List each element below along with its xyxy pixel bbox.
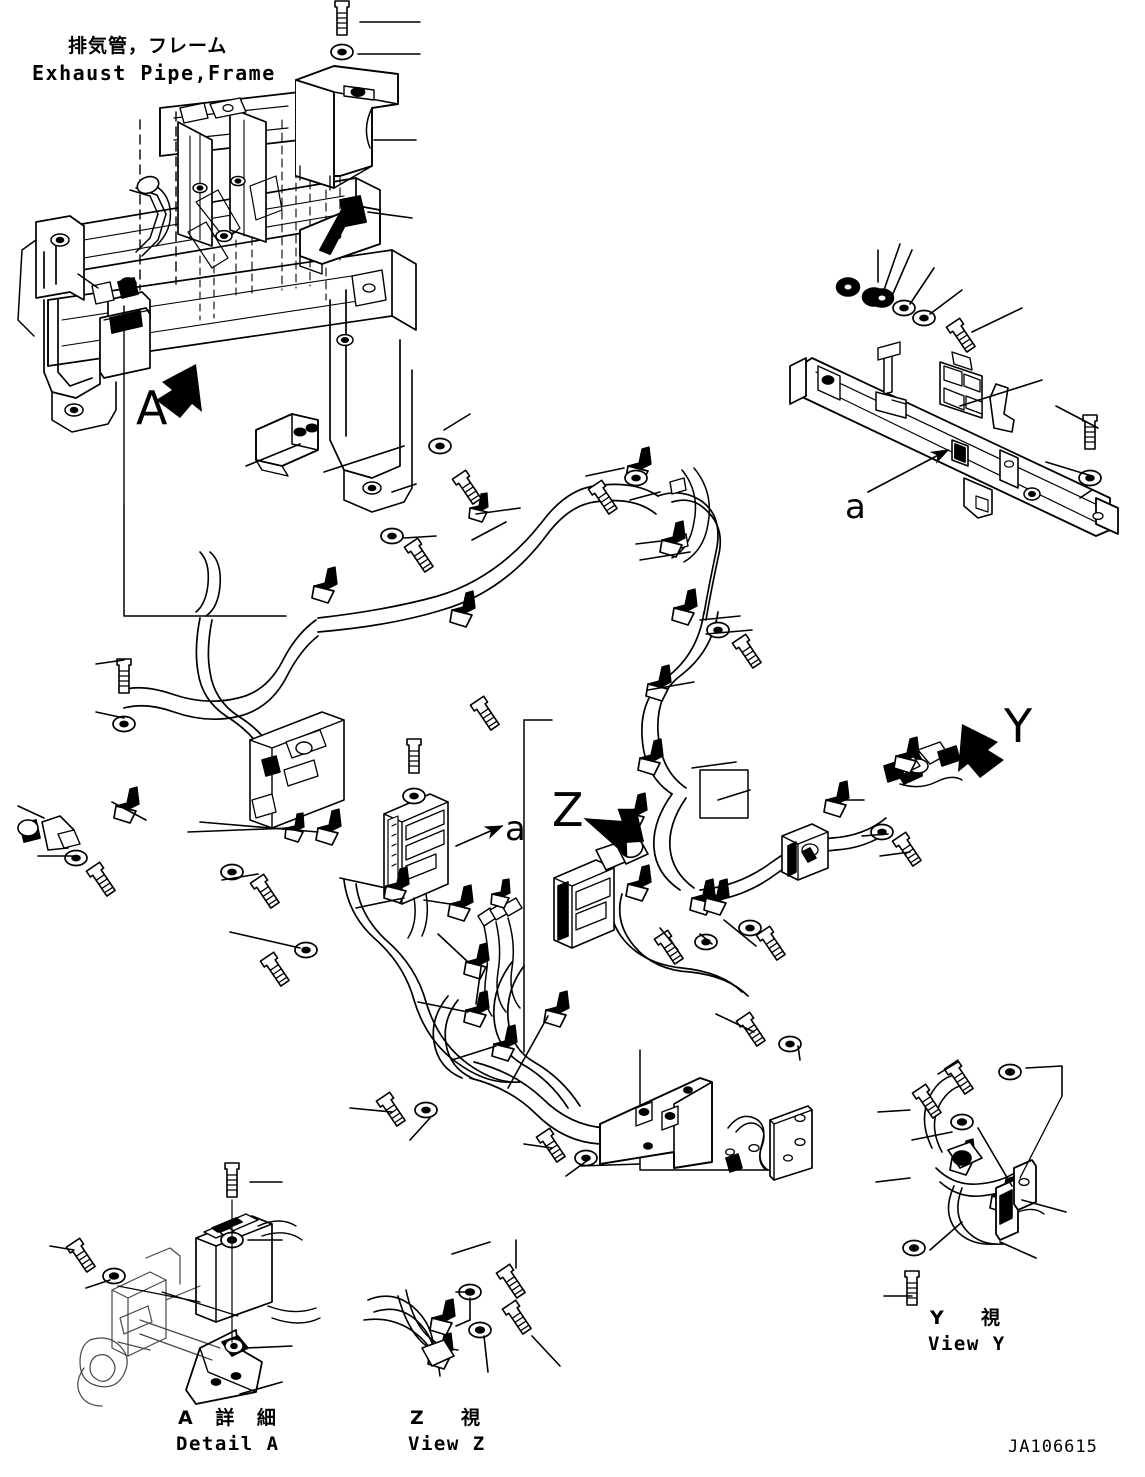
mount-rail-assembly bbox=[789, 341, 1119, 537]
arrow-Z bbox=[583, 808, 645, 858]
view-y-caption-en: View Y bbox=[928, 1333, 1006, 1355]
drawing-number: JA106615 bbox=[1008, 1437, 1098, 1457]
view-z-inset bbox=[363, 1239, 561, 1377]
clamp-3 bbox=[449, 590, 476, 628]
bolt-rail-2 bbox=[1082, 414, 1098, 450]
bolt-r2 bbox=[755, 925, 789, 963]
wiring-harness bbox=[17, 467, 889, 1145]
washer-m2 bbox=[380, 527, 404, 545]
clamp-view-z-1 bbox=[429, 1298, 456, 1336]
bolt-view-z-2 bbox=[501, 1299, 535, 1337]
detail-a-caption-en: Detail A bbox=[176, 1433, 280, 1455]
washer-view-y-1 bbox=[998, 1063, 1022, 1081]
washer-c3 bbox=[414, 1101, 438, 1119]
block-arrows bbox=[156, 364, 1004, 858]
section-boundary-lines bbox=[123, 305, 791, 1171]
relay-block-on-frame bbox=[77, 273, 151, 379]
washer-view-y-3 bbox=[902, 1239, 926, 1257]
section-marker-Z: Z bbox=[552, 783, 584, 837]
section-marker-a-right: a bbox=[845, 487, 866, 527]
bolt-c3 bbox=[375, 1091, 409, 1129]
washer-m3 bbox=[624, 469, 648, 487]
bolt-r3 bbox=[735, 1011, 769, 1049]
clamp-17 bbox=[543, 990, 570, 1028]
washer-r1 bbox=[694, 933, 718, 951]
clamp-8 bbox=[645, 664, 672, 702]
view-z-caption-en: View Z bbox=[408, 1433, 486, 1455]
bolt-m3 bbox=[587, 479, 621, 517]
washer-c1 bbox=[402, 787, 426, 805]
bolt-view-z-1 bbox=[495, 1263, 529, 1301]
lower-center-bracket bbox=[599, 1077, 713, 1169]
bolt-l2 bbox=[85, 861, 119, 899]
bolt-view-y-1 bbox=[943, 1059, 977, 1097]
section-marker-Y: Y bbox=[1004, 699, 1033, 753]
washer-c4 bbox=[574, 1149, 598, 1167]
bolt-detail-a-2 bbox=[65, 1237, 99, 1275]
bolt-rail-1 bbox=[945, 317, 979, 355]
clamp-9 bbox=[637, 738, 664, 776]
bolt-c2 bbox=[469, 695, 503, 733]
leader-lines bbox=[17, 21, 1099, 1177]
detail-a-inset bbox=[49, 1162, 321, 1407]
nut-1 bbox=[835, 277, 861, 297]
washer-m1 bbox=[428, 437, 452, 455]
harness-junction-blocks bbox=[249, 711, 829, 949]
washer-l2 bbox=[64, 849, 88, 867]
bolt-r1 bbox=[653, 929, 687, 967]
washer-view-y-2 bbox=[950, 1113, 974, 1131]
view-y-inset bbox=[875, 1059, 1067, 1306]
harness-clamps-main bbox=[113, 446, 920, 1062]
clamp-11 bbox=[315, 808, 342, 846]
detail-a-caption-jp: A 詳 細 bbox=[178, 1407, 284, 1429]
washer-view-z-2 bbox=[468, 1321, 492, 1339]
section-marker-a-center: a bbox=[505, 809, 526, 849]
bolt-m2 bbox=[403, 537, 437, 575]
title-japanese: 排気管，フレーム bbox=[68, 35, 228, 57]
bolt-r4 bbox=[891, 831, 925, 869]
bolt-view-y-2 bbox=[911, 1083, 945, 1121]
l-bracket-left bbox=[255, 413, 319, 477]
title-english: Exhaust Pipe,Frame bbox=[32, 61, 276, 85]
clamp-2 bbox=[311, 566, 338, 604]
bolt-l4 bbox=[259, 951, 293, 989]
bolt-detail-a-1 bbox=[224, 1162, 240, 1198]
bolt-m4 bbox=[731, 633, 765, 671]
bolt-top-1 bbox=[334, 0, 350, 36]
callout-arrows bbox=[455, 449, 950, 847]
washer-l4 bbox=[294, 941, 318, 959]
bolt-view-y-3 bbox=[904, 1270, 920, 1306]
washer-m4 bbox=[706, 621, 730, 639]
clamp-21 bbox=[823, 780, 850, 818]
bolt-l3 bbox=[249, 873, 283, 911]
bolt-c1 bbox=[406, 738, 422, 774]
view-y-caption-jp: Y 視 bbox=[930, 1307, 1008, 1329]
lower-right-flange bbox=[724, 1105, 813, 1181]
heat-shield-cover bbox=[295, 65, 399, 191]
shield-mount-plate bbox=[299, 195, 381, 275]
washer-top-1 bbox=[330, 43, 354, 61]
arrow-Y bbox=[958, 724, 1004, 778]
nut-3 bbox=[869, 288, 895, 308]
arrow-A bbox=[156, 364, 202, 418]
washer-r2 bbox=[738, 919, 762, 937]
bolt-m1 bbox=[451, 469, 485, 507]
washer-r4 bbox=[870, 823, 894, 841]
bolt-l1 bbox=[116, 658, 132, 694]
clamp-18 bbox=[625, 864, 652, 902]
view-z-caption-jp: Z 視 bbox=[410, 1407, 489, 1429]
clamp-13 bbox=[447, 884, 474, 922]
section-marker-A: A bbox=[136, 381, 168, 435]
clamp-7 bbox=[671, 588, 698, 626]
